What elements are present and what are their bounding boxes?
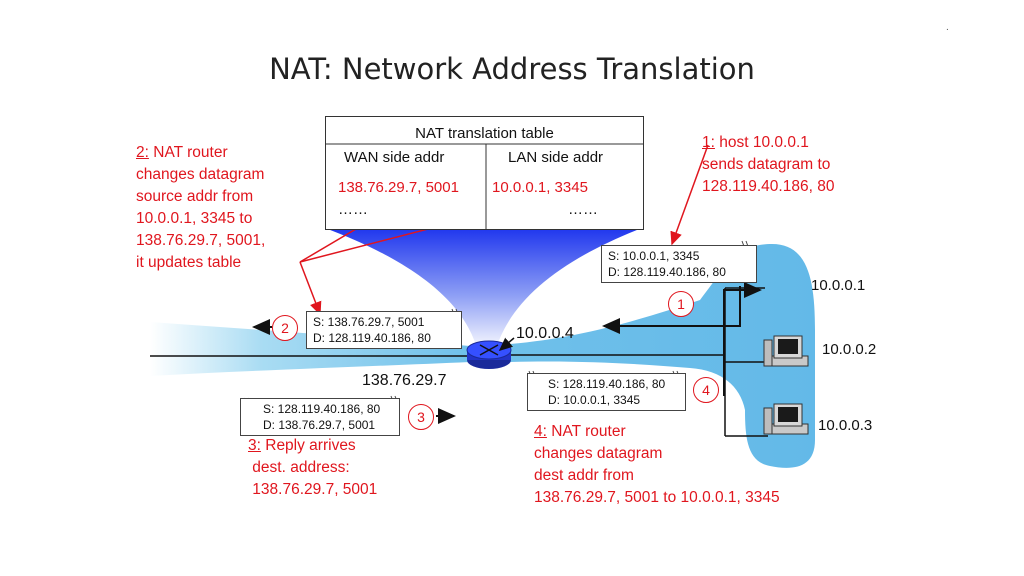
note-step-2-text: NAT router changes datagram source addr … [136,144,266,271]
translation-funnel [325,228,642,352]
packet-3-dest: D: 138.76.29.7, 5001 [263,418,376,432]
nat-table-header-wan: WAN side addr [344,149,445,166]
nat-table-lan-entry: 10.0.0.1, 3345 [492,179,588,196]
packet-2-source: S: 138.76.29.7, 5001 [313,315,425,329]
note-step-1: 1: host 10.0.0.1 sends datagram to 128.1… [702,132,834,198]
step-circle-4: 4 [693,377,719,403]
packet-4-source: S: 128.119.40.186, 80 [548,377,666,391]
packet-4-dest: D: 10.0.0.1, 3345 [548,393,641,407]
host2-address: 10.0.0.2 [822,341,877,358]
note-step-2: 2: NAT router changes datagram source ad… [136,142,265,274]
packet-2-dest: D: 128.119.40.186, 80 [313,331,431,345]
note-step-3: 3: Reply arrives dest. address: 138.76.2… [248,435,377,501]
packet-step-3: S: 128.119.40.186, 80 D: 138.76.29.7, 50… [240,398,400,436]
host3-address: 10.0.0.3 [818,417,873,434]
note-step-3-text: Reply arrives dest. address: 138.76.29.7… [252,437,378,498]
step-circle-3: 3 [408,404,434,430]
note-step-2-label: 2: [136,144,149,161]
note-step-4: 4: NAT router changes datagram dest addr… [534,421,780,509]
packet-step-1: S: 10.0.0.1, 3345 D: 128.119.40.186, 80 [601,245,757,283]
step4-path-arrow [723,282,762,396]
packet-3-source: S: 128.119.40.186, 80 [263,402,381,416]
packet-step-2: S: 138.76.29.7, 5001 D: 128.119.40.186, … [306,311,462,349]
nat-table-wan-entry: 138.76.29.7, 5001 [338,179,459,196]
note-step-3-label: 3: [248,437,261,454]
packet-step-4: S: 128.119.40.186, 80 D: 10.0.0.1, 3345 [527,373,686,411]
step-circle-1: 1 [668,291,694,317]
nat-table-more-wan: …… [338,201,368,218]
note2-pointer-packet [299,261,322,316]
nat-table-header-lan: LAN side addr [508,149,604,166]
packet-1-source: S: 10.0.0.1, 3345 [608,249,700,263]
router-lan-address: 10.0.0.4 [516,325,574,342]
note-step-4-text: NAT router changes datagram dest addr fr… [534,423,780,506]
step1-path-arrow [602,286,741,334]
packet-1-dest: D: 128.119.40.186, 80 [608,265,726,279]
host1-address: 10.0.0.1 [811,277,866,294]
note-step-1-label: 1: [702,134,715,151]
corner-mark: . [946,22,949,33]
host-10-0-0-3-icon [763,403,809,435]
nat-table-grid [326,143,643,229]
lan-cloud [510,244,815,468]
wan-band [150,322,470,376]
nat-translation-table: NAT translation table WAN side addr LAN … [325,116,644,230]
router-wan-address: 138.76.29.7 [362,372,447,389]
note-step-1-text: host 10.0.0.1 sends datagram to 128.119.… [702,134,835,195]
nat-table-title: NAT translation table [415,125,554,142]
nat-router-icon [466,340,512,369]
router-lan-pointer [498,337,515,351]
step-circle-2: 2 [272,315,298,341]
note-step-4-label: 4: [534,423,547,440]
nat-table-more-lan: …… [568,201,598,218]
note1-pointer [670,144,709,246]
page-title: NAT: Network Address Translation [269,52,755,86]
host-10-0-0-2-icon [763,335,809,367]
